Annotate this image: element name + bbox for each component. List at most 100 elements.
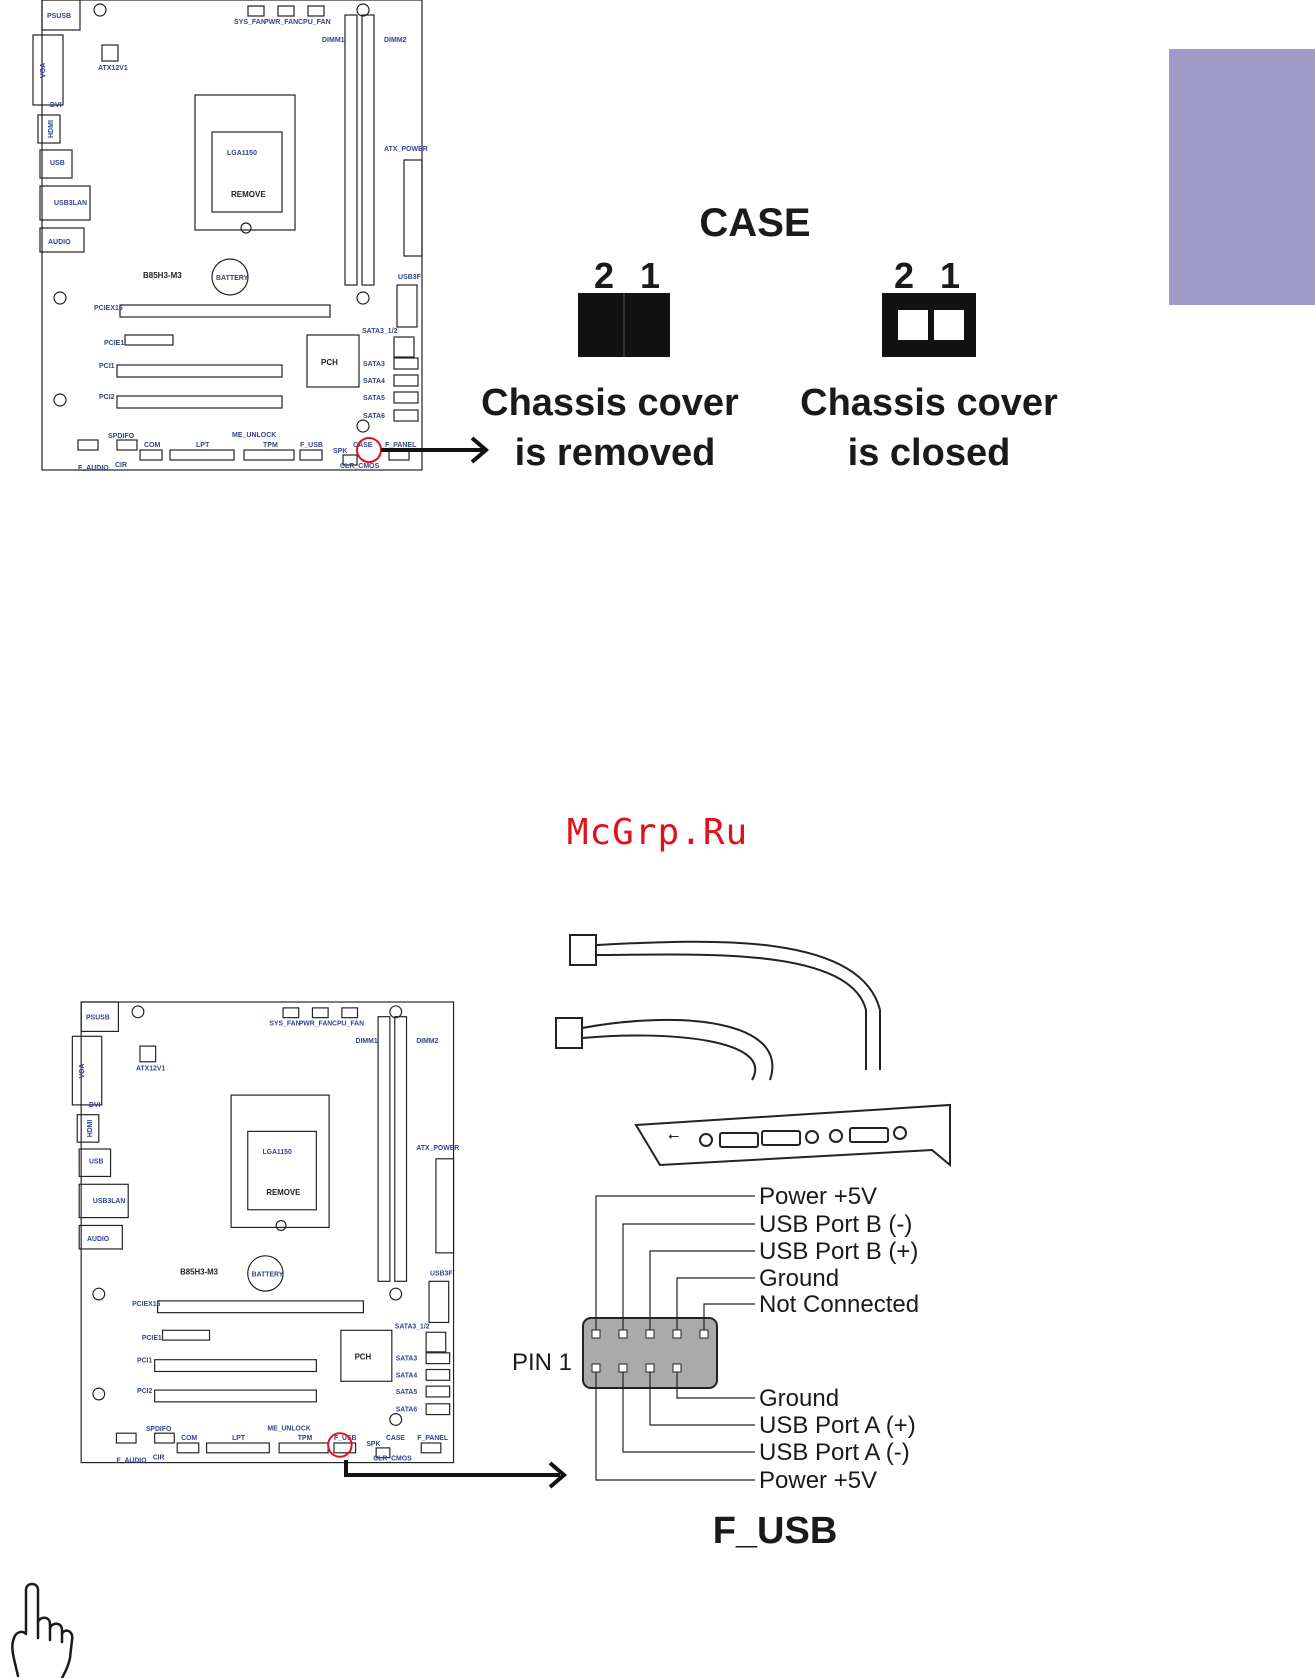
pci2-label: PCI2 xyxy=(137,1388,152,1395)
f-usb-header xyxy=(299,449,323,461)
sata-label-3: SATA5 xyxy=(363,395,385,402)
closed-pin-1: 1 xyxy=(940,255,960,296)
audio-port xyxy=(78,1224,123,1250)
case-arrow-head xyxy=(470,436,490,464)
sata3-12-label: SATA3_1/2 xyxy=(362,328,398,335)
sys-fan-connector xyxy=(247,5,265,17)
cable-connector-bottom xyxy=(555,1017,583,1049)
usb-label: USB xyxy=(50,160,65,167)
sata-port-1 xyxy=(393,357,419,370)
psusb-label: PSUSB xyxy=(86,1015,110,1022)
case-diagram: PSUSBVGADVIHDMIUSBUSB3LANAUDIOSYS_FANPWR… xyxy=(32,0,1058,474)
fusb-bottom-leader-4 xyxy=(595,1372,755,1481)
cir-label: CIR xyxy=(153,1455,165,1462)
f-audio-label: F_AUDIO xyxy=(78,465,109,472)
sata-port-1 xyxy=(425,1352,451,1365)
pch-chip xyxy=(306,334,360,388)
lpt-header xyxy=(169,449,235,461)
fusb-bottom-pin-label-2: USB Port A (+) xyxy=(759,1412,916,1439)
sata-label-2: SATA4 xyxy=(396,1372,418,1379)
tpm-label: TPM xyxy=(263,442,278,449)
chapter-side-tab xyxy=(1169,49,1315,305)
cable-top-a xyxy=(595,940,881,1070)
pci2-slot xyxy=(154,1389,317,1403)
sata-label-4: SATA6 xyxy=(396,1407,418,1414)
fusb-bottom-leader-1 xyxy=(676,1372,755,1399)
removed-pin-1: 1 xyxy=(640,255,660,296)
dimm1-slot xyxy=(344,14,358,286)
highlight-circle xyxy=(327,1432,353,1458)
bracket-plate xyxy=(634,1103,951,1168)
dimm2-label: DIMM2 xyxy=(384,37,407,44)
battery-label: BATTERY xyxy=(252,1271,284,1278)
spdifo-header xyxy=(116,439,138,451)
tpm-label: TPM xyxy=(298,1435,313,1442)
closed-pin-2: 2 xyxy=(894,255,914,296)
pciex16-label: PCIEX16 xyxy=(94,305,123,312)
f-panel-header xyxy=(420,1442,442,1454)
mounting-hole-1 xyxy=(356,3,370,17)
fusb-top-leader-4 xyxy=(676,1277,755,1330)
cpu-socket-outer xyxy=(230,1094,330,1228)
dimm2-slot xyxy=(394,1016,408,1282)
atx-power-connector xyxy=(403,159,423,257)
fusb-top-pin-5 xyxy=(699,1329,709,1339)
fusb-bottom-leader-3 xyxy=(622,1372,755,1453)
dimm1-slot xyxy=(377,1016,391,1282)
bracket-usb-3 xyxy=(849,1127,889,1143)
sata3-12-port xyxy=(425,1331,447,1353)
pointing-hand-icon xyxy=(11,1582,74,1678)
pciex16-slot xyxy=(157,1300,364,1314)
mounting-hole-2 xyxy=(53,291,67,305)
fusb-arrow-line xyxy=(344,1460,560,1477)
fusb-top-leader-1 xyxy=(595,1195,755,1330)
usb-port xyxy=(39,149,73,179)
tpm-header xyxy=(243,449,295,461)
closed-caption-line1: Chassis cover xyxy=(800,382,1058,424)
usb3f-label: USB3F xyxy=(398,274,422,281)
fusb-top-pin-label-4: Ground xyxy=(759,1265,839,1292)
cable-bottom-a xyxy=(581,1018,774,1081)
fusb-top-leader-5 xyxy=(703,1303,755,1330)
spk-label: SPK xyxy=(366,1441,380,1448)
dvi-label: DVI xyxy=(50,102,62,109)
motherboard-layout: PSUSBVGADVIHDMIUSBUSB3LANAUDIOSYS_FANPWR… xyxy=(71,1001,459,1465)
mounting-hole-3 xyxy=(389,1287,403,1301)
spdifo-header xyxy=(154,1432,175,1444)
bracket-hole-1 xyxy=(805,1130,819,1144)
pci1-slot xyxy=(154,1359,317,1373)
socket-lever xyxy=(240,222,252,234)
fusb-bottom-pin-3 xyxy=(645,1363,655,1373)
cpu-fan-connector xyxy=(307,5,325,17)
hdmi-label: HDMI xyxy=(87,1120,94,1138)
usb-bracket-cable: ⭠ xyxy=(555,934,951,1168)
com-label: COM xyxy=(144,442,161,449)
pcie1-label: PCIE1 xyxy=(104,340,124,347)
battery xyxy=(247,1255,284,1292)
usb3f-connector xyxy=(396,284,418,328)
case-label: CASE xyxy=(386,1435,405,1442)
bracket-usb-2 xyxy=(761,1130,801,1146)
sata-label-2: SATA4 xyxy=(363,378,385,385)
spk-header xyxy=(342,454,358,466)
sata-port-2 xyxy=(425,1368,451,1381)
fusb-pin1-label: PIN 1 xyxy=(512,1349,572,1376)
atx12v-connector xyxy=(139,1045,157,1063)
audio-label: AUDIO xyxy=(48,239,71,246)
mounting-hole-5 xyxy=(356,419,370,433)
mounting-hole-0 xyxy=(93,3,107,17)
tpm-header xyxy=(278,1442,329,1454)
motherboard-layout: PSUSBVGADVIHDMIUSBUSB3LANAUDIOSYS_FANPWR… xyxy=(32,0,428,472)
cable-bottom-b xyxy=(581,1034,756,1081)
f-audio-label: F_AUDIO xyxy=(116,1458,147,1465)
removed-pin-2: 2 xyxy=(594,255,614,296)
sata-port-3 xyxy=(393,391,419,404)
atx-power-label: ATX_POWER xyxy=(416,1145,459,1152)
vga-port xyxy=(32,34,64,106)
usb3f-label: USB3F xyxy=(430,1270,452,1277)
jumper-closed-pin-1 xyxy=(934,310,964,340)
vga-port xyxy=(71,1035,103,1106)
lpt-label: LPT xyxy=(196,442,210,449)
socket-label: LGA1150 xyxy=(262,1149,292,1156)
